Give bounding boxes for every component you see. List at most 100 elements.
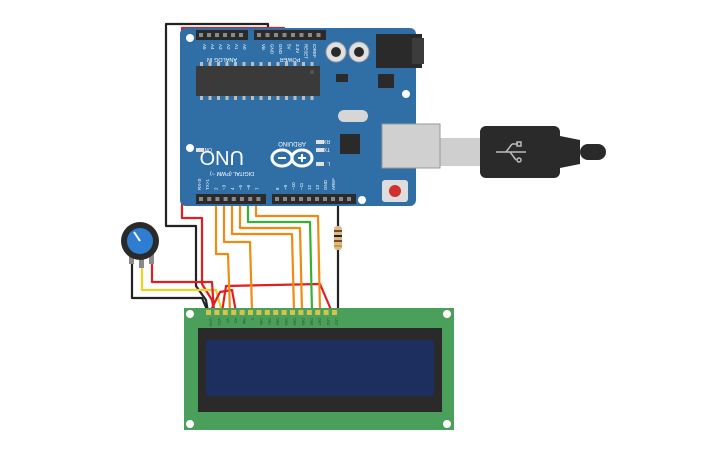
lcd-pin[interactable] xyxy=(206,310,211,315)
lcd-hole-4 xyxy=(443,420,451,428)
chip-leg xyxy=(200,96,203,100)
wire-pot-wiper[interactable] xyxy=(140,264,224,314)
analog-header xyxy=(196,30,248,40)
wire-pot-gnd[interactable] xyxy=(130,260,210,314)
pin-label: 4 xyxy=(230,187,235,190)
lcd-pin[interactable] xyxy=(264,310,270,315)
digital-pin-hole[interactable] xyxy=(215,197,220,201)
power-pin-hole[interactable] xyxy=(299,33,304,37)
chip-leg xyxy=(276,96,280,100)
lcd-pin-label: GND xyxy=(209,318,213,327)
lcd-pin[interactable] xyxy=(298,310,304,315)
chip-leg xyxy=(268,96,271,100)
lcd-pin[interactable] xyxy=(256,310,262,315)
usb-icon xyxy=(496,141,526,163)
chip-leg xyxy=(208,96,212,100)
rx-led xyxy=(316,140,324,144)
wire-d12-rs[interactable] xyxy=(214,198,232,314)
board-name: UNO xyxy=(200,146,244,168)
digital-pin-hole[interactable] xyxy=(339,197,343,201)
digital-pin-hole[interactable] xyxy=(347,197,351,201)
digital-pin-hole[interactable] xyxy=(283,197,287,201)
power-pin-hole[interactable] xyxy=(308,33,312,37)
lcd-pin[interactable] xyxy=(231,310,237,315)
pin-label: 13 xyxy=(315,184,320,190)
analog-pin-hole[interactable] xyxy=(231,33,235,37)
lcd-pin[interactable] xyxy=(281,310,287,315)
analog-pin-hole[interactable] xyxy=(215,33,219,37)
wire-d3-db6[interactable] xyxy=(246,198,314,314)
power-pin-hole[interactable] xyxy=(274,33,278,37)
digital-pin-hole[interactable] xyxy=(331,197,335,201)
on-led-label: ON xyxy=(204,146,212,152)
wire-lcd-led-vcc[interactable] xyxy=(220,282,334,314)
power-pin-hole[interactable] xyxy=(257,33,261,37)
atmega-chip xyxy=(196,66,320,96)
power-header xyxy=(254,30,326,40)
chip-leg xyxy=(251,96,254,100)
wire-d5-db4[interactable] xyxy=(230,198,296,314)
power-pin-hole[interactable] xyxy=(265,33,270,37)
lcd-pin[interactable] xyxy=(306,310,312,315)
analog-pin-hole[interactable] xyxy=(199,33,203,37)
lcd-pin-label: E xyxy=(251,318,255,321)
lcd-pin[interactable] xyxy=(248,310,253,315)
lcd-pin-label: RW xyxy=(242,318,246,325)
pin-label: 5V xyxy=(287,44,292,50)
chip-leg xyxy=(310,62,314,66)
analog-pin-hole[interactable] xyxy=(207,33,211,37)
lcd-pin[interactable] xyxy=(323,310,329,315)
wire-d11-e[interactable] xyxy=(222,198,254,314)
pin-label: ~11 xyxy=(299,182,304,190)
wire-d2-db7[interactable] xyxy=(254,198,322,314)
digital-pin-hole[interactable] xyxy=(240,197,244,201)
lcd-pin[interactable] xyxy=(315,310,321,315)
pin-label: ~3 xyxy=(222,184,227,190)
usb-cable[interactable] xyxy=(440,126,606,178)
power-pin-hole[interactable] xyxy=(291,33,295,37)
lcd-pin[interactable] xyxy=(222,310,228,315)
digital-pin-hole[interactable] xyxy=(199,197,203,201)
arduino-infinity-logo xyxy=(270,148,314,168)
digital-pin-hole[interactable] xyxy=(231,197,236,201)
pin-label: IOREF xyxy=(312,44,317,58)
digital-label: DIGITAL (PWM ~) xyxy=(210,170,254,176)
lcd-pin-label: VCC xyxy=(217,318,221,326)
digital-pin-hole[interactable] xyxy=(323,197,327,201)
chip-leg xyxy=(225,96,229,100)
digital-pin-hole[interactable] xyxy=(315,197,319,201)
wire-d4-db5[interactable] xyxy=(238,198,304,314)
power-pin-hole[interactable] xyxy=(282,33,287,37)
digital-pin-hole[interactable] xyxy=(207,197,212,201)
lcd-pin[interactable] xyxy=(239,310,245,315)
digital-pin-hole[interactable] xyxy=(256,197,261,201)
power-pin-hole[interactable] xyxy=(316,33,321,37)
l-led-label: L xyxy=(327,160,330,166)
wire-pot-vcc[interactable] xyxy=(150,260,216,314)
lcd-pin[interactable] xyxy=(273,310,279,315)
digital-pin-hole[interactable] xyxy=(291,197,295,201)
digital-pin-hole[interactable] xyxy=(248,197,253,201)
lcd-pin[interactable] xyxy=(332,310,337,315)
digital-pin-hole[interactable] xyxy=(307,197,311,201)
lcd-pin[interactable] xyxy=(214,310,220,315)
analog-pin-hole[interactable] xyxy=(223,33,227,37)
lcd-pin[interactable] xyxy=(290,310,295,315)
resistor[interactable] xyxy=(334,226,342,250)
potentiometer[interactable] xyxy=(121,222,159,268)
lcd-pin-label: DB3 xyxy=(284,318,288,325)
brand-label: ARDUINO xyxy=(278,140,306,146)
digital-pin-hole[interactable] xyxy=(299,197,303,201)
wire-gnd-top[interactable] xyxy=(164,22,270,314)
lcd-pin-label: DB5 xyxy=(301,318,305,325)
lcd-pin-label: DB1 xyxy=(267,318,271,325)
lcd-pin-header xyxy=(206,310,337,315)
chip-leg xyxy=(242,62,246,66)
digital-pin-hole[interactable] xyxy=(275,197,279,201)
analog-pin-hole[interactable] xyxy=(239,33,243,37)
lcd-pin-label: LED xyxy=(326,318,330,326)
reset-button[interactable] xyxy=(389,185,401,197)
digital-pin-hole[interactable] xyxy=(223,197,228,201)
